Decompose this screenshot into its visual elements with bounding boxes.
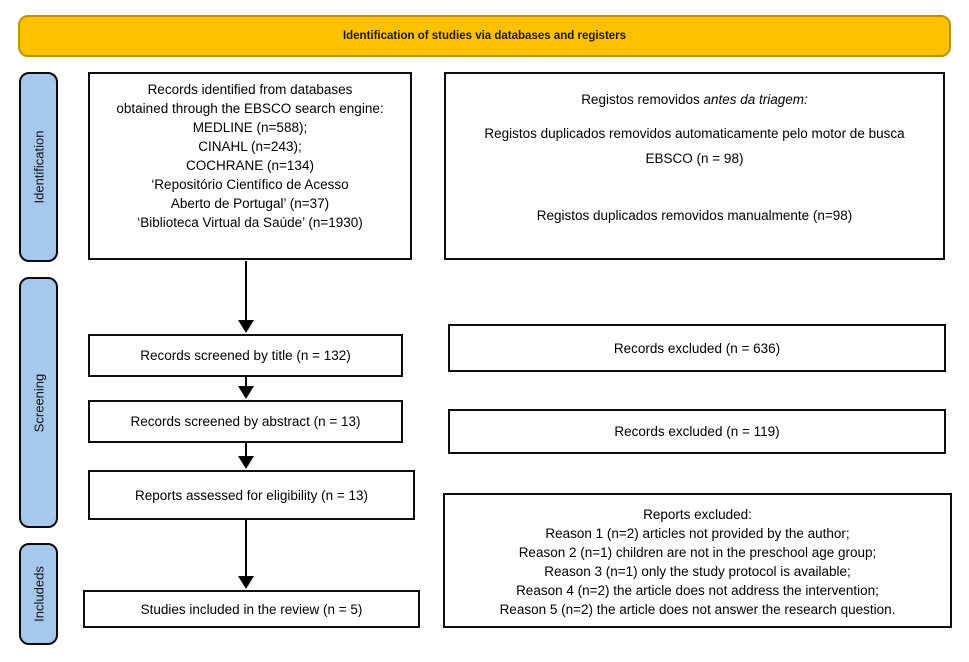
box-assessed-for-eligibility: Reports assessed for eligibility (n = 13… (88, 470, 415, 520)
removed-heading: Registos removidos antes da triagem: (446, 90, 943, 109)
screened-by-title-label: Records screened by title (n = 132) (140, 348, 351, 363)
arrow-shaft (245, 520, 247, 576)
reports-excluded-line: Reason 4 (n=2) the article does not addr… (516, 583, 879, 598)
records-identified-line: obtained through the EBSCO search engine… (116, 101, 384, 116)
stage-includeds-label: Includeds (31, 566, 46, 622)
arrow-eligibility-to-included (238, 520, 254, 589)
assessed-for-eligibility-label: Reports assessed for eligibility (n = 13… (135, 487, 368, 503)
studies-included-label: Studies included in the review (n = 5) (140, 601, 363, 617)
records-identified-line: ‘Biblioteca Virtual da Saúde’ (n=1930) (137, 215, 363, 230)
arrow-shaft (245, 261, 247, 320)
reports-excluded-line: Reason 5 (n=2) the article does not answ… (499, 602, 896, 617)
arrow-head-icon (238, 576, 254, 589)
banner-title: Identification of studies via databases … (342, 30, 627, 42)
stage-screening-label: Screening (31, 373, 46, 432)
arrow-shaft (245, 443, 247, 456)
removed-heading-normal: Registos removidos (581, 92, 704, 107)
stage-screening: Screening (19, 277, 58, 528)
box-records-excluded-abstract: Records excluded (n = 119) (448, 409, 946, 454)
reports-excluded-line: Reason 1 (n=2) articles not provided by … (545, 526, 850, 541)
box-records-identified: Records identified from databases obtain… (88, 72, 412, 260)
records-excluded-title-label: Records excluded (n = 636) (613, 340, 781, 356)
box-removed-before-screening: Registos removidos antes da triagem: Reg… (444, 72, 945, 260)
records-identified-line: ‘Repositório Científico de Acesso (151, 177, 349, 192)
reports-excluded-line: Reason 2 (n=1) children are not in the p… (518, 545, 877, 560)
box-screened-by-abstract: Records screened by abstract (n = 13) (88, 400, 403, 443)
arrow-head-icon (238, 456, 254, 469)
reports-excluded-line: Reason 3 (n=1) only the study protocol i… (544, 564, 851, 579)
records-identified-line: COCHRANE (n=134) (186, 158, 314, 173)
removed-ebsco-line: EBSCO (n = 98) (645, 151, 744, 166)
box-studies-included: Studies included in the review (n = 5) (83, 590, 420, 628)
arrow-identified-to-screened-title (238, 261, 254, 333)
records-excluded-abstract-label: Records excluded (n = 119) (614, 424, 780, 439)
stage-identification-label: Identification (31, 130, 46, 204)
removed-auto-line: Registos duplicados removidos automatica… (484, 126, 905, 141)
arrow-title-to-abstract (238, 377, 254, 399)
records-identified-line: Records identified from databases (147, 82, 353, 97)
arrow-shaft (245, 377, 247, 386)
arrow-head-icon (238, 386, 254, 399)
records-identified-line: MEDLINE (n=588); (192, 120, 308, 135)
removed-heading-italic: antes da triagem: (703, 92, 808, 107)
stage-identification: Identification (19, 72, 58, 262)
reports-excluded-line: Reports excluded: (643, 507, 752, 522)
screened-by-abstract-label: Records screened by abstract (n = 13) (130, 414, 361, 429)
box-screened-by-title: Records screened by title (n = 132) (88, 334, 403, 377)
box-records-excluded-title: Records excluded (n = 636) (448, 324, 946, 372)
banner: Identification of studies via databases … (18, 15, 951, 57)
removed-manual-line: Registos duplicados removidos manualment… (536, 208, 853, 223)
arrow-head-icon (238, 320, 254, 333)
records-identified-line: Aberto de Portugal’ (n=37) (170, 196, 330, 211)
arrow-abstract-to-eligibility (238, 443, 254, 469)
stage-includeds: Includeds (19, 543, 58, 645)
records-identified-line: CINAHL (n=243); (198, 139, 302, 154)
box-reports-excluded: Reports excluded: Reason 1 (n=2) article… (443, 493, 952, 628)
